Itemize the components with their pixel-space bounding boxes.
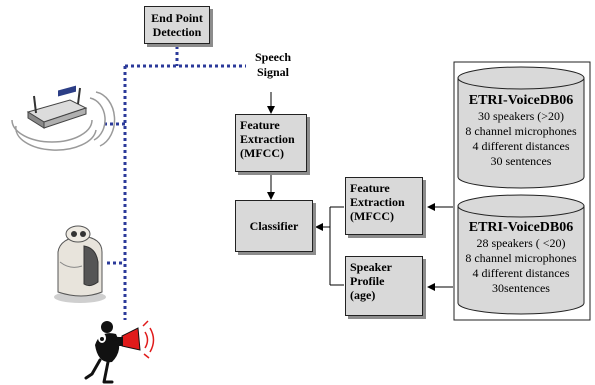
classifier-box: Classifier (235, 200, 313, 252)
megaphone-speaker-icon (86, 321, 154, 382)
database-2-text: ETRI-VoiceDB06 28 speakers ( <20) 8 chan… (458, 219, 584, 296)
database-1-text: ETRI-VoiceDB06 30 speakers (>20) 8 chann… (458, 92, 584, 169)
end-point-detection-box: End Point Detection (144, 6, 210, 44)
speaker-profile-box: Speaker Profile (age) (345, 256, 423, 316)
network-dotted-lines (104, 46, 246, 320)
robot-icon (54, 226, 106, 303)
feature-extraction-main-box: Feature Extraction (MFCC) (235, 114, 307, 172)
end-point-detection-label: End Point Detection (145, 11, 209, 39)
wireless-router-icon (12, 86, 115, 150)
feature-extraction-db-box: Feature Extraction (MFCC) (345, 177, 423, 235)
speech-signal-label: Speech Signal (246, 50, 300, 80)
